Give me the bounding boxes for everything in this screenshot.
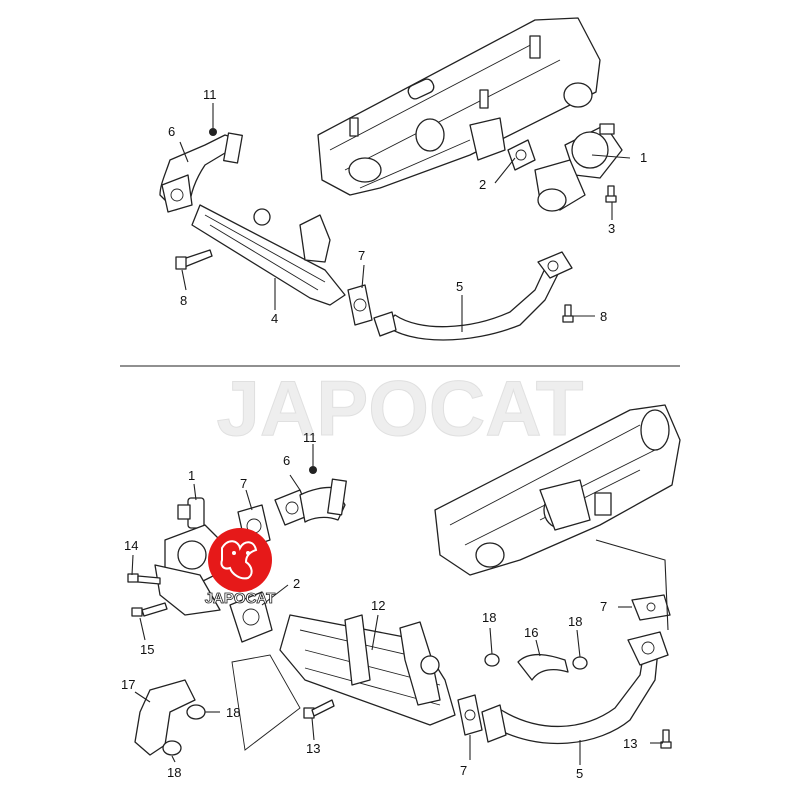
bottom-nut-11: [309, 466, 317, 474]
bottom-callout-18c: 18: [226, 705, 240, 720]
top-leaders: [179, 103, 631, 332]
bottom-leaders: [131, 444, 669, 765]
top-callout-5: 5: [456, 279, 463, 294]
bottom-callout-6: 6: [283, 453, 290, 468]
bottom-callout-17: 17: [121, 677, 135, 692]
bottom-callout-2: 2: [293, 576, 300, 591]
top-gasket-2: [507, 139, 536, 171]
bottom-callout-15: 15: [140, 642, 154, 657]
top-callout-8a: 8: [180, 293, 187, 308]
top-pipe-6: [159, 132, 243, 213]
logo-text: JAPOCAT: [205, 590, 276, 607]
top-egr-valve: [534, 123, 623, 212]
bottom-bolt-13b: [660, 729, 672, 749]
bottom-callout-18b: 18: [568, 614, 582, 629]
bottom-egr-cooler-12: [279, 614, 456, 726]
top-bolt-8b: [562, 304, 574, 323]
bottom-intake-manifold: [434, 404, 681, 576]
top-pipe-5: [373, 251, 573, 341]
top-bolt-3: [605, 185, 617, 203]
bottom-pipe-5: [481, 631, 669, 745]
bottom-callout-16: 16: [524, 625, 538, 640]
bottom-gasket-7b: [457, 694, 483, 736]
bottom-hose-16: [517, 653, 569, 681]
bottom-callout-7b: 7: [600, 599, 607, 614]
bottom-callout-11: 11: [303, 430, 317, 445]
bottom-pipe-6: [274, 478, 347, 526]
bottom-clamp-18b: [572, 656, 588, 670]
bottom-gasket-2: [229, 591, 273, 643]
bottom-callout-13a: 13: [306, 741, 320, 756]
bottom-callout-18d: 18: [167, 765, 181, 780]
bottom-callout-12: 12: [371, 598, 385, 613]
top-callout-8b: 8: [600, 309, 607, 324]
top-egr-cooler-4: [191, 204, 346, 306]
top-bolt-8a: [175, 249, 213, 270]
bottom-callout-18a: 18: [482, 610, 496, 625]
cat-logo-icon: [208, 528, 272, 592]
top-callout-2: 2: [479, 177, 486, 192]
top-callout-11: 11: [203, 87, 217, 102]
top-nut-11: [209, 128, 217, 136]
top-callout-4: 4: [271, 311, 278, 326]
top-gasket-7: [347, 284, 373, 326]
watermark-text: JAPOCAT: [217, 364, 584, 452]
bottom-callout-7a: 7: [240, 476, 247, 491]
bottom-callout-1: 1: [188, 468, 195, 483]
bottom-bracket: [231, 654, 301, 751]
top-callout-1: 1: [640, 150, 647, 165]
bottom-callout-7c: 7: [460, 763, 467, 778]
bottom-bolt-13a: [303, 699, 335, 719]
bottom-gasket-7c: [631, 594, 671, 621]
bottom-clamp-18d: [162, 740, 182, 756]
bottom-callout-14: 14: [124, 538, 138, 553]
bottom-clamp-18a: [484, 653, 500, 667]
bottom-clamp-18c: [186, 704, 206, 720]
bottom-bolt-15: [131, 602, 168, 617]
top-callout-6: 6: [168, 124, 175, 139]
top-callout-7: 7: [358, 248, 365, 263]
top-callout-3: 3: [608, 221, 615, 236]
bottom-bolt-14: [127, 573, 161, 585]
top-intake-manifold: [317, 17, 601, 196]
bottom-callout-13b: 13: [623, 736, 637, 751]
bottom-callout-5: 5: [576, 766, 583, 781]
